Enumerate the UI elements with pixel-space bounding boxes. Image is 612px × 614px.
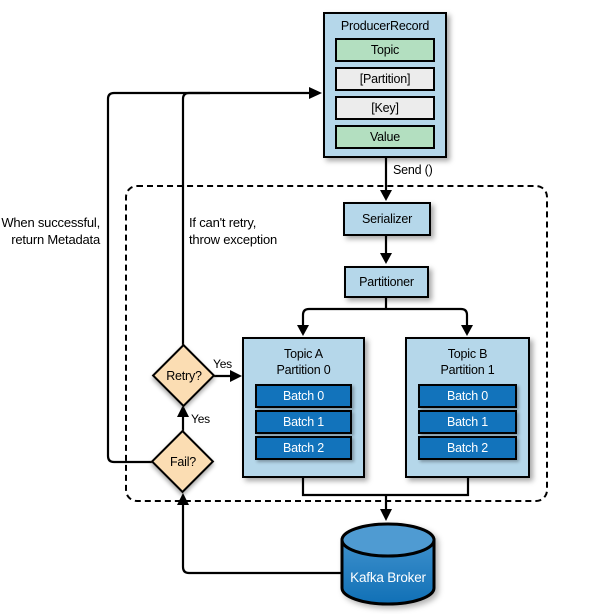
record-row-topic: Topic — [335, 38, 435, 62]
fail-yes-label: Yes — [191, 412, 210, 426]
serializer-box: Serializer — [343, 202, 431, 236]
batch-row: Batch 2 — [255, 436, 352, 460]
partitioner-split-bar — [301, 307, 469, 326]
topic-a-subtitle: Partition 0 — [276, 363, 331, 377]
topic-b-batches: Batch 0 Batch 1 Batch 2 — [407, 384, 528, 460]
topic-a-box: Topic A Partition 0 Batch 0 Batch 1 Batc… — [242, 337, 365, 478]
batch-row: Batch 1 — [418, 410, 517, 434]
broker-label-svg: Kafka Broker — [350, 570, 426, 585]
topic-a-batches: Batch 0 Batch 1 Batch 2 — [244, 384, 363, 460]
retry-diamond-label: Retry? — [166, 369, 202, 383]
record-row-key: [Key] — [335, 96, 435, 120]
fail-yes-arrowhead — [177, 405, 189, 417]
batch-row: Batch 0 — [255, 384, 352, 408]
success-loop-arrowhead — [309, 87, 322, 99]
topic-a-title: Topic A — [284, 347, 323, 361]
exception-annotation-line1: If can't retry, — [189, 215, 257, 230]
success-annotation: When successful, return Metadata — [0, 214, 100, 248]
record-row-value: Value — [335, 125, 435, 149]
broker-fail-line — [181, 504, 342, 575]
success-annotation-line1: When successful, — [1, 215, 100, 230]
topic-b-arrowhead — [461, 325, 473, 336]
merge-broker-arrowhead — [380, 509, 392, 521]
record-row-partition: [Partition] — [335, 67, 435, 91]
kafka-broker-cylinder: Kafka Broker — [340, 522, 436, 606]
producer-record-box: ProducerRecord Topic [Partition] [Key] V… — [323, 12, 447, 158]
broker-fail-arrowhead — [177, 493, 189, 505]
topic-b-header: Topic B Partition 1 — [407, 346, 528, 378]
success-annotation-line2: return Metadata — [11, 232, 100, 247]
serializer-partitioner-arrowhead — [380, 253, 392, 264]
retry-yes-arrowhead — [230, 370, 242, 382]
exception-annotation-line2: throw exception — [189, 232, 278, 247]
batch-row: Batch 1 — [255, 410, 352, 434]
send-label: Send () — [393, 163, 433, 177]
success-loop-line — [106, 91, 310, 464]
topic-a-header: Topic A Partition 0 — [244, 346, 363, 378]
retry-yes-label: Yes — [213, 357, 232, 371]
topic-b-title: Topic B — [447, 347, 488, 361]
partitioner-box: Partitioner — [344, 266, 429, 298]
topic-b-box: Topic B Partition 1 Batch 0 Batch 1 Batc… — [405, 337, 530, 478]
send-arrowhead — [380, 190, 392, 201]
cylinder-top — [340, 522, 436, 558]
throw-exception-line — [181, 91, 210, 347]
topic-a-arrowhead — [297, 325, 309, 336]
exception-annotation: If can't retry, throw exception — [189, 214, 299, 248]
cylinder-body — [340, 538, 436, 606]
batch-row: Batch 2 — [418, 436, 517, 460]
producer-record-title: ProducerRecord — [340, 19, 430, 33]
producer-boundary-dashed-frame — [125, 185, 548, 502]
fail-diamond-label: Fail? — [169, 455, 197, 469]
batch-row: Batch 0 — [418, 384, 517, 408]
topic-b-subtitle: Partition 1 — [440, 363, 495, 377]
